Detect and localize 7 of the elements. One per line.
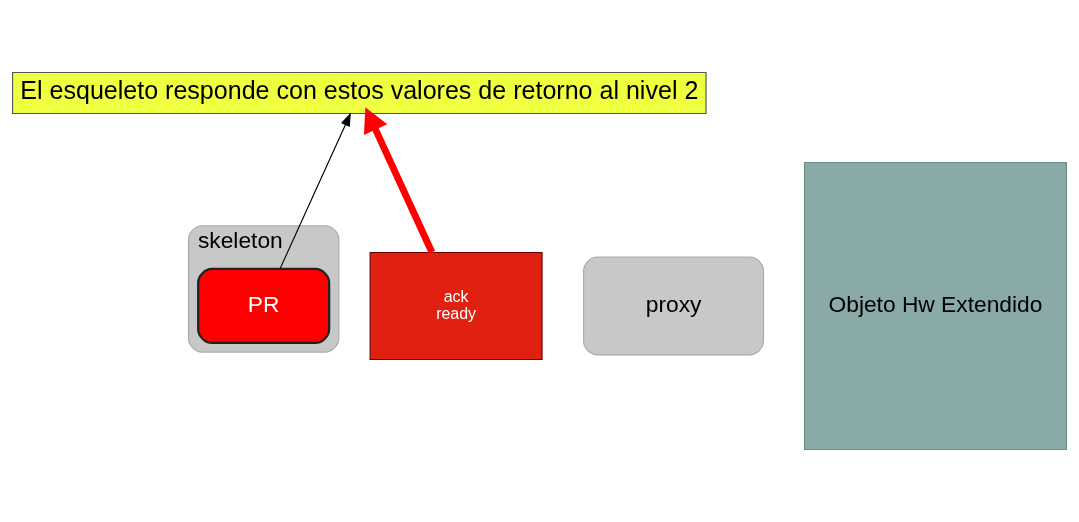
node-box: PR xyxy=(197,267,331,345)
node-box: proxy xyxy=(583,256,765,356)
node-box: ack ready xyxy=(369,251,543,361)
arrow xyxy=(363,107,436,254)
node-box: El esqueleto responde con estos valores de retorno al nivel 2 xyxy=(12,72,707,115)
arrow xyxy=(279,112,351,270)
node-box: Objeto Hw Extendido xyxy=(803,161,1067,450)
